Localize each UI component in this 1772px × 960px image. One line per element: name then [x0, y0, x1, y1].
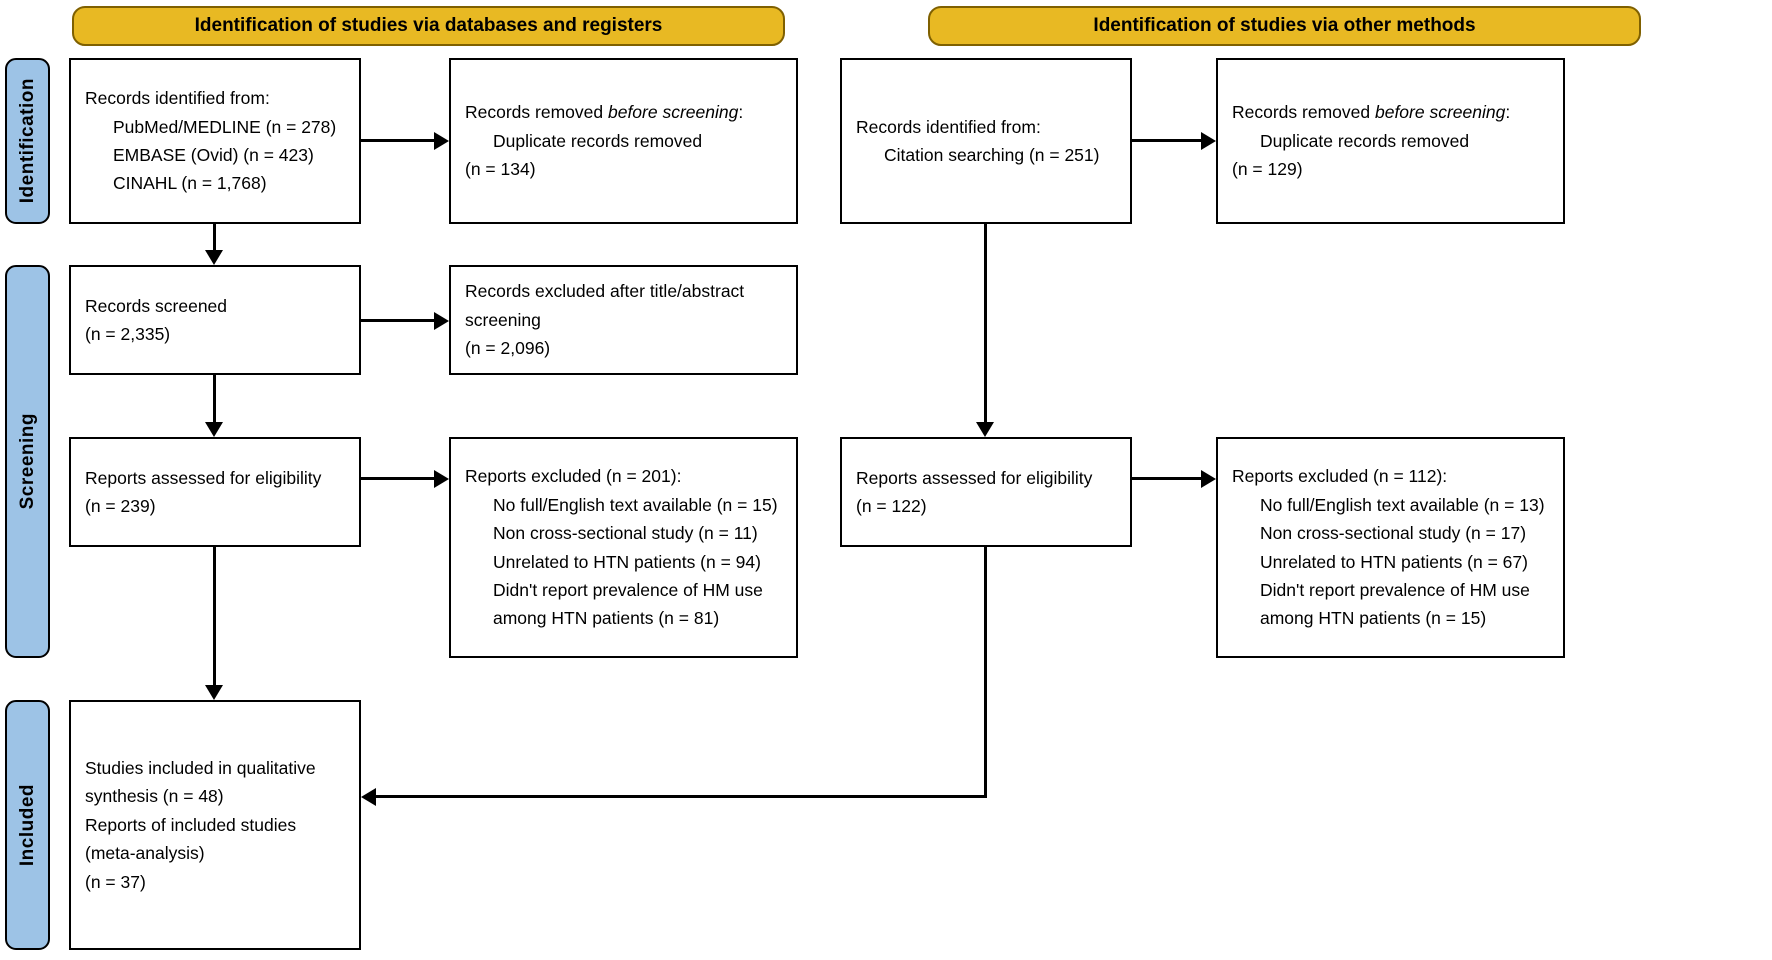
connector-right-identified-to-assessed [984, 224, 987, 422]
records-removed-right-line1: Records removed before screening: [1232, 98, 1549, 126]
records-removed-right-line1-c: : [1505, 102, 1511, 123]
box-reports-excluded-left: Reports excluded (n = 201): No full/Engl… [449, 437, 798, 658]
reports-excluded-right-line5: Didn't report prevalence of HM use [1260, 579, 1530, 600]
arrowhead-screened-to-assessed [205, 422, 223, 437]
arrowhead-right-to-included [361, 788, 376, 806]
records-removed-left-line1-emphasis: before screening [607, 102, 739, 123]
records-removed-left-line1-a: Records removed [465, 102, 608, 123]
records-removed-left-line3: (n = 134) [465, 159, 536, 180]
records-identified-left-line2: PubMed/MEDLINE (n = 278) [113, 116, 337, 137]
reports-excluded-left-line4: Unrelated to HTN patients (n = 94) [493, 551, 761, 572]
records-screened-line1: Records screened [85, 295, 228, 316]
connector-right-assessed-down-to-included [984, 547, 987, 796]
connector-screened-to-assessed [213, 375, 216, 422]
records-removed-left-line2: Duplicate records removed [493, 130, 703, 151]
stage-label-identification: Identification [16, 78, 38, 204]
included-line4: (meta-analysis) [85, 843, 205, 864]
box-studies-included: Studies included in qualitative synthesi… [69, 700, 361, 950]
connector-right-to-included-horizontal [376, 795, 987, 798]
records-identified-right-line2: Citation searching (n = 251) [884, 145, 1100, 165]
arrowhead-screened-to-excluded [434, 312, 449, 330]
reports-excluded-right-line6: among HTN patients (n = 15) [1260, 608, 1487, 629]
records-removed-left-line1: Records removed before screening: [465, 98, 782, 126]
reports-excluded-left-line6: among HTN patients (n = 81) [493, 608, 720, 629]
reports-assessed-left-line1: Reports assessed for eligibility [85, 467, 322, 488]
reports-assessed-right-line1: Reports assessed for eligibility [856, 467, 1093, 488]
arrowhead-left-identified-to-removed [434, 132, 449, 150]
box-records-screened: Records screened (n = 2,335) [69, 265, 361, 375]
reports-assessed-left-line2: (n = 239) [85, 496, 156, 516]
records-identified-left-line1: Records identified from: [85, 88, 270, 109]
reports-excluded-right-line1: Reports excluded (n = 112): [1232, 466, 1448, 487]
reports-excluded-left-line3: Non cross-sectional study (n = 11) [493, 523, 758, 544]
reports-excluded-right-line4: Unrelated to HTN patients (n = 67) [1260, 551, 1528, 572]
records-removed-right-line1-a: Records removed [1232, 102, 1375, 123]
stage-pill-included: Included [5, 700, 50, 950]
records-excluded-line1: Records excluded after title/abstract [465, 281, 745, 302]
records-screened-line2: (n = 2,335) [85, 324, 171, 344]
included-line5: (n = 37) [85, 871, 146, 892]
box-reports-assessed-left: Reports assessed for eligibility (n = 23… [69, 437, 361, 547]
connector-screened-to-excluded [361, 319, 434, 322]
arrowhead-right-identified-to-assessed [976, 422, 994, 437]
stage-label-included: Included [16, 783, 38, 867]
stage-pill-screening: Screening [5, 265, 50, 658]
box-records-removed-left: Records removed before screening: Duplic… [449, 58, 798, 224]
records-removed-right-line1-emphasis: before screening [1374, 102, 1506, 123]
box-reports-excluded-right: Reports excluded (n = 112): No full/Engl… [1216, 437, 1565, 658]
stage-pill-identification: Identification [5, 58, 50, 224]
reports-excluded-left-line2: No full/English text available (n = 15) [493, 494, 778, 515]
arrowhead-left-identified-to-screened [205, 250, 223, 265]
records-excluded-line2: screening [465, 309, 541, 330]
records-excluded-line3: (n = 2,096) [465, 338, 551, 359]
reports-excluded-left-line5: Didn't report prevalence of HM use [493, 579, 763, 600]
reports-excluded-right-line2: No full/English text available (n = 13) [1260, 494, 1545, 515]
banner-other-methods: Identification of studies via other meth… [928, 6, 1641, 46]
box-records-identified-right: Records identified from: Citation search… [840, 58, 1132, 224]
included-line1: Studies included in qualitative [85, 758, 316, 779]
connector-left-identified-to-removed [361, 139, 434, 142]
connector-right-identified-to-removed [1132, 139, 1201, 142]
arrowhead-assessed-to-included [205, 685, 223, 700]
records-removed-right-line2: Duplicate records removed [1260, 130, 1470, 151]
arrowhead-right-identified-to-removed [1201, 132, 1216, 150]
reports-excluded-right-line3: Non cross-sectional study (n = 17) [1260, 523, 1527, 544]
arrowhead-assessed-to-reports-excluded-right [1201, 470, 1216, 488]
connector-left-identified-to-screened [213, 224, 216, 250]
stage-label-screening: Screening [16, 413, 38, 510]
reports-excluded-left-line1: Reports excluded (n = 201): [465, 466, 682, 487]
box-records-identified-left: Records identified from: PubMed/MEDLINE … [69, 58, 361, 224]
box-records-excluded: Records excluded after title/abstract sc… [449, 265, 798, 375]
records-removed-left-line1-c: : [738, 102, 744, 123]
box-records-removed-right: Records removed before screening: Duplic… [1216, 58, 1565, 224]
arrowhead-assessed-to-reports-excluded-left [434, 470, 449, 488]
connector-assessed-to-reports-excluded-right [1132, 477, 1201, 480]
included-line2: synthesis (n = 48) [85, 786, 224, 807]
records-identified-left-line4: CINAHL (n = 1,768) [113, 173, 267, 194]
connector-assessed-to-included [213, 547, 216, 685]
records-identified-left-line3: EMBASE (Ovid) (n = 423) [113, 145, 314, 165]
included-line3: Reports of included studies [85, 814, 297, 835]
box-reports-assessed-right: Reports assessed for eligibility (n = 12… [840, 437, 1132, 547]
reports-assessed-right-line2: (n = 122) [856, 496, 927, 516]
banner-databases-registers: Identification of studies via databases … [72, 6, 785, 46]
records-identified-right-line1: Records identified from: [856, 116, 1041, 137]
records-removed-right-line3: (n = 129) [1232, 159, 1303, 180]
connector-assessed-to-reports-excluded-left [361, 477, 434, 480]
